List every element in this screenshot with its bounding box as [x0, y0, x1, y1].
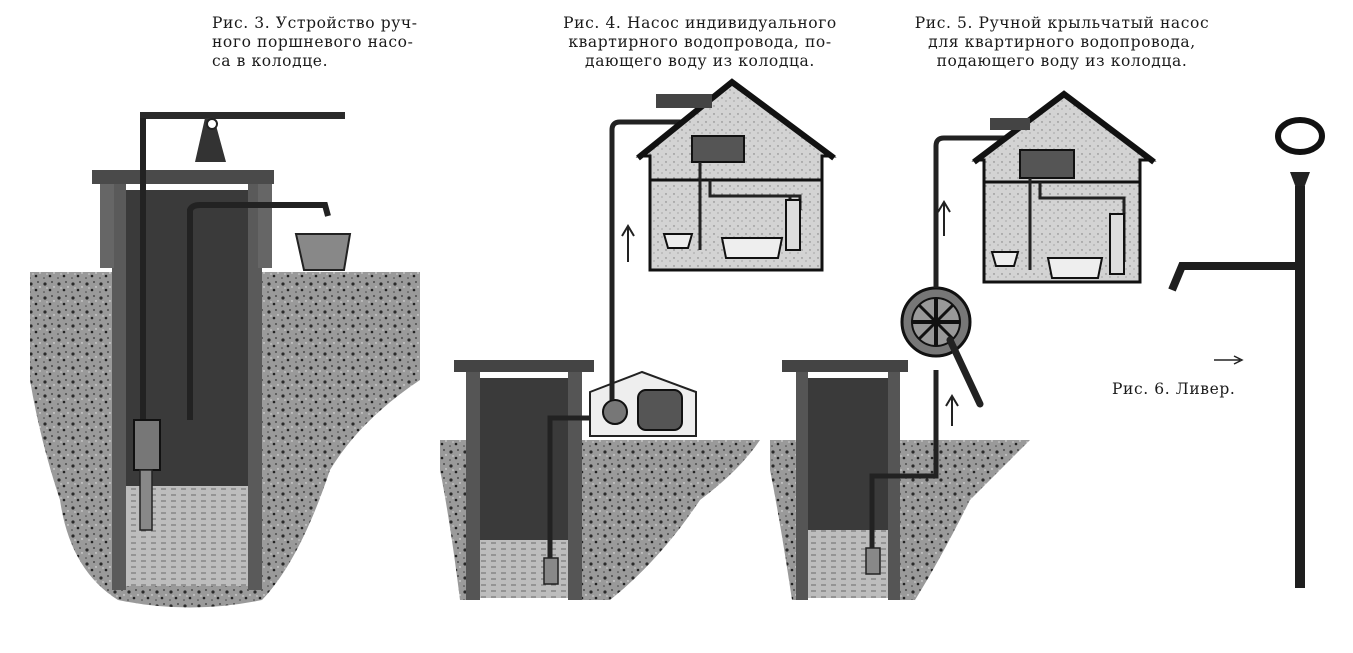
chimney [656, 94, 712, 108]
figure-4-electric-pump [440, 78, 837, 600]
delivery-pipe [933, 135, 1020, 288]
water-heater [1109, 213, 1125, 275]
siphon-neck [1290, 172, 1310, 188]
house [971, 90, 1157, 284]
washbasin-icon [990, 251, 1020, 267]
electric-motor [637, 389, 683, 431]
soil-mass-right [580, 440, 760, 600]
well-cap [454, 360, 594, 372]
pump-body [602, 399, 628, 425]
figure-3-caption: Рис. 3. Устройство руч- ного поршневого … [212, 14, 418, 70]
pump-fulcrum [195, 118, 226, 162]
siphon-tube [1295, 186, 1305, 588]
storage-tank [1019, 149, 1075, 179]
well-cap [92, 170, 274, 184]
delivery-pipe [609, 119, 723, 400]
soil-mass-left [440, 440, 470, 600]
figure-6-siphon [1168, 117, 1325, 588]
intake-strainer [543, 557, 559, 585]
piston-rod [140, 118, 146, 428]
well-wall-left [796, 368, 808, 600]
up-arrow [621, 224, 635, 262]
house-roof [636, 78, 836, 161]
well-wall-right [248, 180, 262, 590]
bucket-icon [294, 233, 352, 271]
washbasin-icon [662, 233, 694, 249]
well-collar-right [258, 184, 272, 268]
suction-pipe [869, 370, 939, 560]
outlet-pipe [187, 202, 331, 420]
well-wall-right [888, 368, 900, 600]
figure-5-wing-pump [770, 90, 1157, 600]
right-arrow [1214, 355, 1244, 365]
figure-5-caption: Рис. 5. Ручной крыльчатый насос для квар… [914, 14, 1210, 70]
house [635, 78, 837, 272]
siphon-spout [1168, 262, 1298, 292]
well-cap [782, 360, 908, 372]
fulcrum-pivot [206, 118, 218, 130]
house-roof [972, 90, 1156, 165]
up-arrow [945, 394, 959, 426]
soil-mass-right [900, 440, 1030, 600]
pump-handle [946, 336, 984, 408]
figure-3-piston-pump [30, 112, 420, 608]
well-wall-left [112, 180, 126, 590]
intake-strainer [865, 547, 881, 575]
suction-pipe [547, 415, 600, 570]
wing-pump-body [900, 286, 972, 358]
bathtub-icon [720, 237, 784, 259]
well-wall-left [466, 368, 480, 600]
pump-handle [140, 112, 345, 119]
soil-mass-left [770, 440, 798, 600]
well-wall-right [568, 368, 582, 600]
pump-cylinder [133, 419, 161, 471]
up-arrow [937, 200, 951, 236]
soil-mass-right [262, 272, 420, 600]
water-heater [785, 199, 801, 251]
figure-6-caption: Рис. 6. Ливер. [1112, 380, 1236, 398]
intake-pipe [139, 469, 153, 531]
soil-mass-left [30, 272, 118, 600]
well-collar-left [100, 184, 114, 268]
chimney [990, 118, 1030, 130]
well-interior [808, 378, 888, 530]
bathtub-icon [1046, 257, 1104, 279]
figure-4-caption: Рис. 4. Насос индивидуального квартирног… [563, 14, 837, 70]
well-interior [480, 378, 568, 540]
siphon-ring [1275, 117, 1325, 155]
soil-bottom [118, 586, 262, 608]
storage-tank [691, 135, 745, 163]
